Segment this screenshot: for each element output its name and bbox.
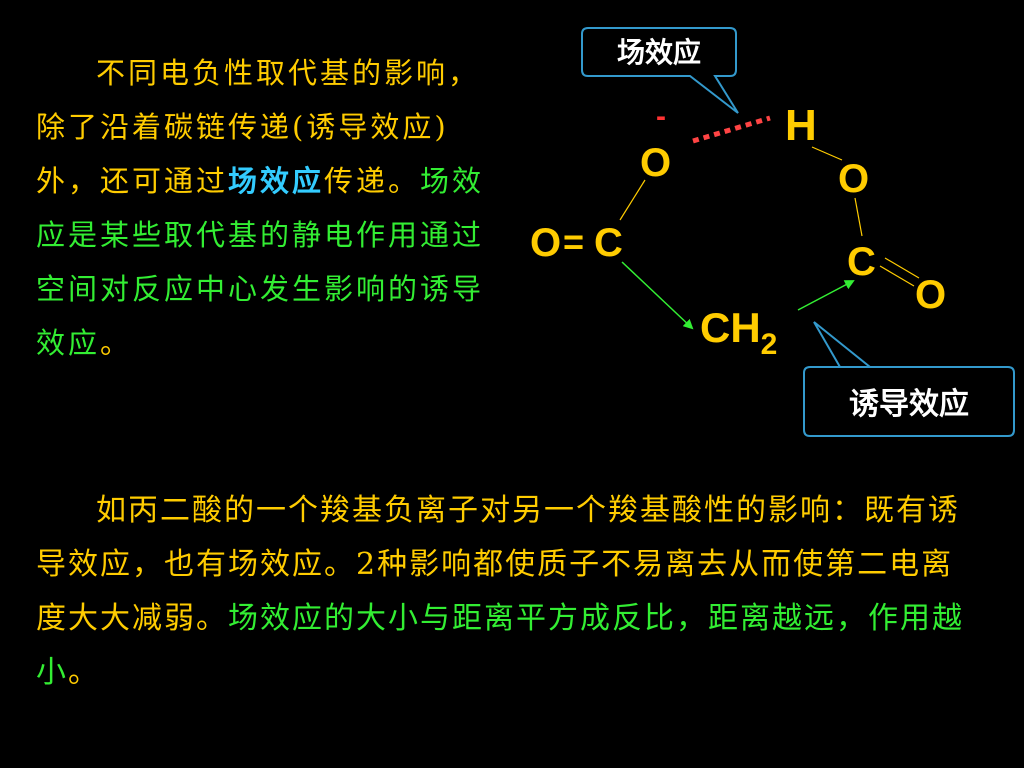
paragraph-malonic-acid-example: 如丙二酸的一个羧基负离子对另一个羧基酸性的影响：既有诱导效应，也有场效应。2种影… <box>36 484 976 700</box>
ch2-main: CH <box>700 304 761 351</box>
double-bond-sign: = <box>563 221 584 262</box>
field-effect-callout-label: 场效应 <box>617 36 701 69</box>
p2-text-1: 如丙二酸的一个羧基负离子对另一个羧基酸性的影响：既有诱导效应，也有场效应。 <box>36 493 960 582</box>
ch2-subscript: 2 <box>761 328 778 361</box>
p1-text-1: 不同电负性取代基的影响，除了沿着碳链传递 <box>36 56 481 144</box>
p2-text-3: 种影响都使质子不易离去从而使第二电离度大大减弱。 <box>36 547 954 636</box>
p1-text-3: 外，还可通过 <box>36 164 229 198</box>
paragraph-field-effect-intro: 不同电负性取代基的影响，除了沿着碳链传递(诱导效应) 外，还可通过场效应传递。场效… <box>36 46 506 370</box>
p2-number: 2 <box>356 547 378 582</box>
field-effect-callout: 场效应 <box>581 27 739 114</box>
inductive-arrow-to-c <box>797 280 855 311</box>
field-effect-dashed-bond <box>692 115 771 144</box>
atom-o-negative: O <box>640 141 671 185</box>
p2-period: 。 <box>68 655 100 690</box>
atom-ch2: CH2 <box>700 304 777 361</box>
p2-conclusion: 场效应的大小与距离平方成反比，距离越远，作用越小 <box>36 601 964 690</box>
bond-c-o-double-1 <box>879 265 915 287</box>
atom-o-carbonyl-left: O <box>530 221 561 265</box>
bond-o-c-right <box>854 197 863 237</box>
p1-period: 。 <box>100 326 133 360</box>
p1-text-5: 传递。 <box>324 164 421 198</box>
p1-definition: 场效应是某些取代基的静电作用通过空间对反应中心发生影响的诱导效应 <box>36 164 485 360</box>
inductive-effect-callout-bubble <box>803 321 1015 437</box>
p1-paren-open: ( <box>292 110 307 144</box>
field-effect-callout-bubble <box>581 27 739 114</box>
atom-o-hydroxyl: O <box>838 157 869 201</box>
inductive-effect-callout-label: 诱导效应 <box>849 387 969 422</box>
p1-field-effect-term: 场效应 <box>228 164 325 198</box>
p1-paren-close: ) <box>434 110 449 144</box>
bond-o-h <box>811 146 843 161</box>
inductive-arrow-to-ch2 <box>621 261 694 330</box>
bond-c-o-double-2 <box>884 257 920 279</box>
atom-c-carboxylate: C <box>594 221 623 265</box>
atom-o-carbonyl-right: O <box>915 273 946 317</box>
atom-c-carboxyl: C <box>847 240 876 284</box>
atom-h: H <box>785 101 817 150</box>
negative-charge: - <box>656 100 666 133</box>
p1-inductive-term: 诱导效应 <box>306 110 435 144</box>
bond-c-o-negative <box>619 179 646 221</box>
inductive-effect-callout: 诱导效应 <box>803 321 1015 437</box>
